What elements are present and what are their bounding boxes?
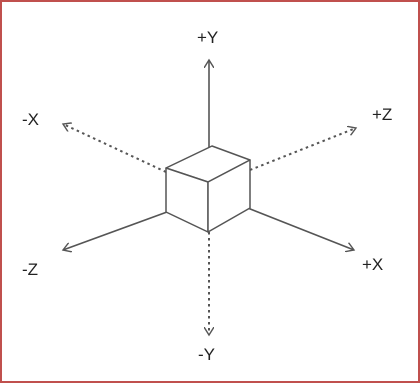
- pos-x-label: +X: [362, 255, 383, 274]
- neg-x-label: -X: [22, 110, 39, 129]
- neg-x-axis: [63, 124, 167, 173]
- cube-right-face: [207, 159, 251, 233]
- pos-x-axis: [239, 204, 354, 250]
- neg-z-label: -Z: [22, 260, 38, 279]
- pos-z-label: +Z: [372, 105, 392, 124]
- neg-z-axis: [63, 211, 168, 250]
- pos-z-axis: [249, 128, 356, 171]
- pos-y-label: +Y: [197, 28, 218, 47]
- cube: [165, 145, 251, 233]
- neg-y-label: -Y: [198, 345, 215, 364]
